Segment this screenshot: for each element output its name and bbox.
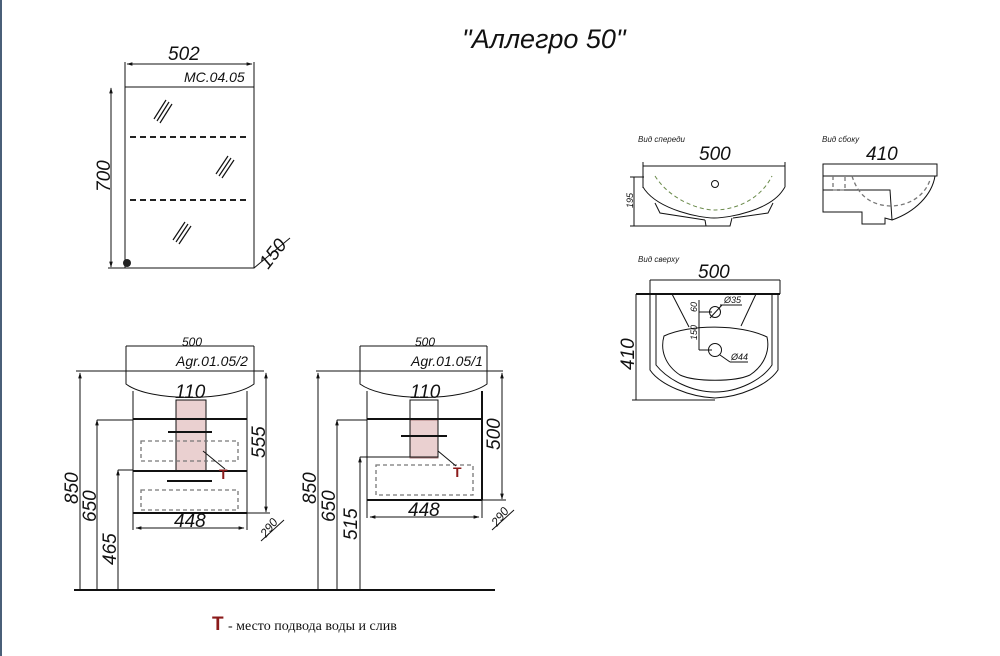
mirror-height-dim: 700 <box>94 160 115 192</box>
cabinet1-top-width: 500 <box>415 335 435 349</box>
mirror-drawing: 502 MC.04.05 700 150 <box>94 44 292 273</box>
top-offset-150: 150 <box>689 325 699 340</box>
cabinet1-height-515: 515 <box>341 508 362 540</box>
front-height-dim: 195 <box>625 192 635 208</box>
cabinet2-height-650: 650 <box>80 490 101 522</box>
cabinet1-model-label: Agr.01.05/1 <box>410 353 483 369</box>
mirror-model-label: MC.04.05 <box>184 69 245 85</box>
cabinet2-height-850: 850 <box>62 472 83 504</box>
cabinet1-body-height: 500 <box>484 418 505 450</box>
basin-side-view: Вид сбоку 410 <box>822 135 938 225</box>
top-offset-60: 60 <box>689 302 699 312</box>
legend-text: - место подвода воды и слив <box>228 619 397 634</box>
cabinet2-depth: 290 <box>257 515 281 540</box>
top-depth-dim: 410 <box>618 338 639 370</box>
cabinet1-body-width: 448 <box>408 500 440 521</box>
cabinet2-cutout-dim: 110 <box>175 382 206 403</box>
cabinet-two-drawers: 500 Agr.01.05/2 110 T 850 650 465 555 <box>62 335 300 591</box>
cabinet2-model-label: Agr.01.05/2 <box>175 353 248 369</box>
cabinet2-body-height: 555 <box>249 426 270 458</box>
basin-top-view: Вид сверху 500 Ø35 Ø44 60 150 410 <box>618 255 781 401</box>
top-view-label: Вид сверху <box>638 255 680 264</box>
water-connection-marker: T <box>453 464 462 480</box>
cabinet1-height-650: 650 <box>319 490 340 522</box>
cabinet-one-drawer: 500 Agr.01.05/1 110 T 850 650 515 500 44… <box>300 335 515 591</box>
legend-symbol: T <box>212 614 224 635</box>
side-depth-dim: 410 <box>866 144 898 165</box>
window-left-border <box>0 0 2 656</box>
front-view-label: Вид спереди <box>638 135 686 144</box>
water-connection-marker: T <box>219 466 228 482</box>
cabinet1-height-850: 850 <box>300 472 321 504</box>
front-width-dim: 500 <box>699 144 731 165</box>
hole-diameter-44: Ø44 <box>730 352 748 362</box>
top-width-dim: 500 <box>698 262 730 283</box>
side-view-label: Вид сбоку <box>822 135 860 144</box>
legend: T - место подвода воды и слив <box>212 614 397 635</box>
hole-diameter-35: Ø35 <box>723 295 742 305</box>
cabinet2-body-width: 448 <box>174 511 206 532</box>
basin-front-view: Вид спереди 500 195 <box>625 135 786 227</box>
cabinet2-height-465: 465 <box>100 533 121 565</box>
product-title: "Аллегро 50" <box>462 24 627 54</box>
cabinet2-top-width: 500 <box>182 335 202 349</box>
mirror-width-dim: 502 <box>168 44 200 65</box>
cabinet1-depth: 290 <box>488 504 512 529</box>
cabinet1-cutout-dim: 110 <box>410 382 441 403</box>
